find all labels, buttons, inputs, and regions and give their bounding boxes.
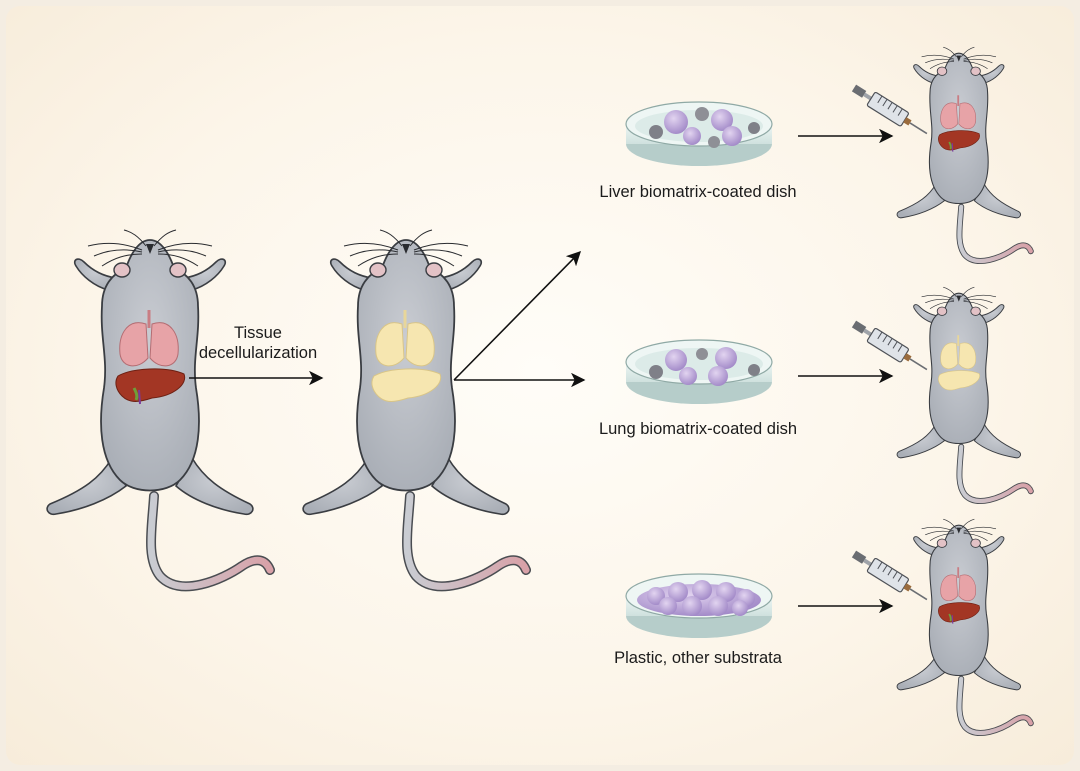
- label-decellularization: decellularization: [199, 344, 317, 362]
- syringe-icon: [848, 546, 932, 608]
- syringe-icon: [848, 316, 932, 378]
- mouse-recipient-lung: [897, 287, 1031, 501]
- figure-panel: Tissue decellularization Liver biomatrix…: [6, 6, 1074, 765]
- label-tissue: Tissue: [234, 324, 282, 342]
- cell-clusters: [649, 107, 760, 148]
- syringe-icon: [848, 80, 932, 142]
- figure-canvas: Tissue decellularization Liver biomatrix…: [6, 6, 1074, 765]
- label-lung-dish: Lung biomatrix-coated dish: [599, 420, 797, 438]
- cell-clusters: [649, 347, 760, 386]
- mouse-decellularized: [303, 230, 526, 586]
- dish-lung: [625, 339, 773, 404]
- dish-plastic: [625, 573, 773, 638]
- mouse-recipient-liver: [897, 47, 1031, 261]
- dish-liver: [625, 101, 773, 166]
- label-plastic-dish: Plastic, other substrata: [614, 649, 783, 667]
- arrow-branch-upper: [453, 250, 582, 381]
- label-liver-dish: Liver biomatrix-coated dish: [599, 183, 796, 201]
- mouse-recipient-plastic: [897, 519, 1031, 733]
- cell-monolayer: [637, 580, 761, 616]
- mouse-normal: [47, 230, 270, 586]
